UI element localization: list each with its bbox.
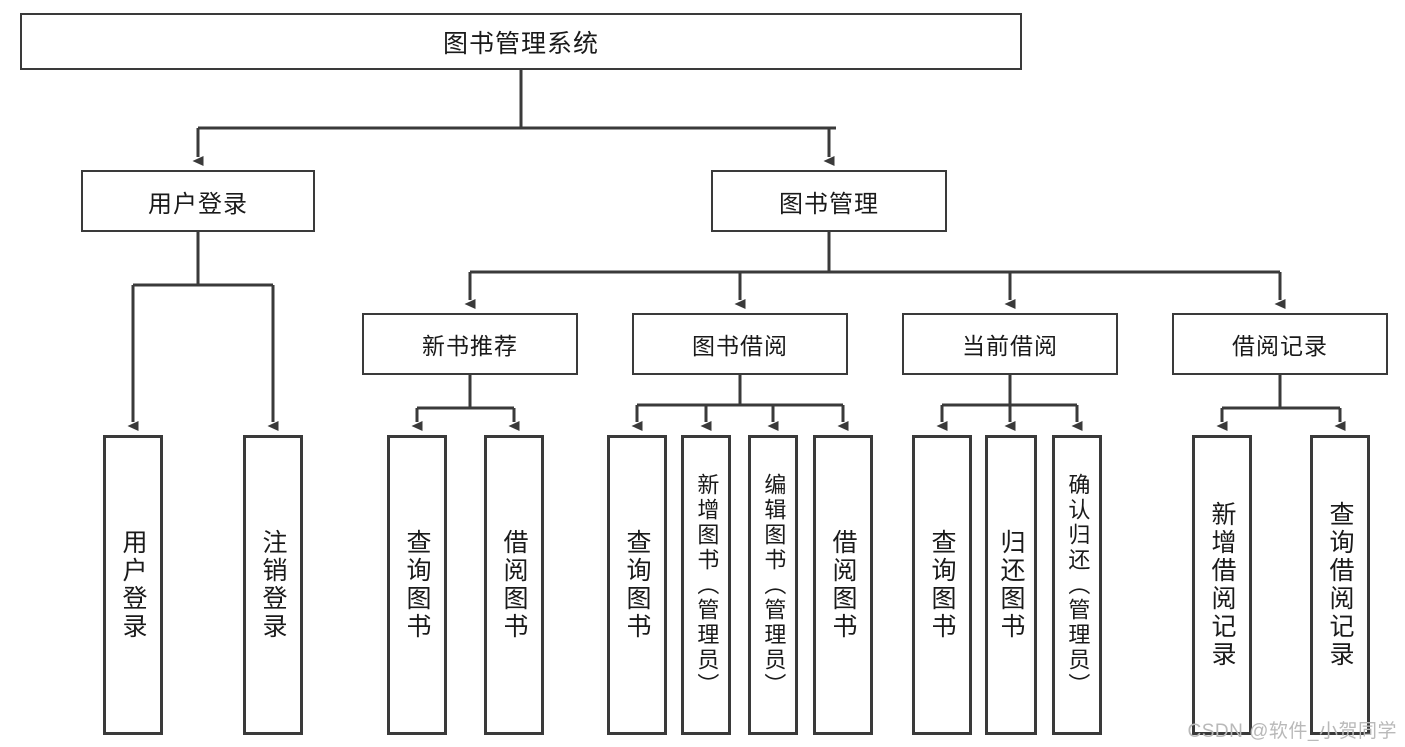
- node-label: 用户登录: [148, 190, 248, 218]
- node-leaf-borrow-book[interactable]: 借阅图书: [813, 435, 873, 735]
- node-leaf-confirm-return[interactable]: 确认归还（管理员）: [1052, 435, 1102, 735]
- node-label: 借阅图书: [500, 529, 528, 641]
- node-label: 新增借阅记录: [1208, 501, 1236, 669]
- node-user-login[interactable]: 用户登录: [81, 170, 315, 232]
- node-leaf-query-borrow-record[interactable]: 查询借阅记录: [1310, 435, 1370, 735]
- node-label: 编辑图书（管理员）: [761, 472, 787, 698]
- node-leaf-logout[interactable]: 注销登录: [243, 435, 303, 735]
- csdn-watermark: CSDN @软件_小贺同学: [1187, 721, 1397, 742]
- node-leaf-query-book-borrow[interactable]: 查询图书: [607, 435, 667, 735]
- node-current-borrow[interactable]: 当前借阅: [902, 313, 1118, 375]
- node-leaf-return-book[interactable]: 归还图书: [985, 435, 1037, 735]
- node-label: 当前借阅: [962, 333, 1058, 359]
- node-label: 借阅记录: [1232, 333, 1328, 359]
- node-label: 图书借阅: [692, 333, 788, 359]
- node-label: 新增图书（管理员）: [694, 472, 720, 698]
- node-label: 新书推荐: [422, 333, 518, 359]
- node-label: 注销登录: [259, 529, 287, 641]
- node-label: 归还图书: [997, 529, 1025, 641]
- node-label: 用户登录: [119, 529, 147, 641]
- node-leaf-query-book-recommend[interactable]: 查询图书: [387, 435, 447, 735]
- node-leaf-borrow-book-recommend[interactable]: 借阅图书: [484, 435, 544, 735]
- node-borrow-record[interactable]: 借阅记录: [1172, 313, 1388, 375]
- node-new-book-recommend[interactable]: 新书推荐: [362, 313, 578, 375]
- node-leaf-query-book-current[interactable]: 查询图书: [912, 435, 972, 735]
- node-leaf-user-login[interactable]: 用户登录: [103, 435, 163, 735]
- node-label: 借阅图书: [829, 529, 857, 641]
- node-root-book-management-system[interactable]: 图书管理系统: [20, 13, 1022, 70]
- node-label: 查询借阅记录: [1326, 501, 1354, 669]
- node-label: 查询图书: [928, 529, 956, 641]
- node-leaf-add-book[interactable]: 新增图书（管理员）: [681, 435, 731, 735]
- node-label: 图书管理: [779, 190, 879, 218]
- node-label: 图书管理系统: [442, 29, 599, 58]
- node-leaf-add-borrow-record[interactable]: 新增借阅记录: [1192, 435, 1252, 735]
- node-book-borrow[interactable]: 图书借阅: [632, 313, 848, 375]
- node-book-management[interactable]: 图书管理: [711, 170, 947, 232]
- node-label: 查询图书: [403, 529, 431, 641]
- node-label: 查询图书: [623, 529, 651, 641]
- node-leaf-edit-book[interactable]: 编辑图书（管理员）: [748, 435, 798, 735]
- node-label: 确认归还（管理员）: [1065, 472, 1091, 698]
